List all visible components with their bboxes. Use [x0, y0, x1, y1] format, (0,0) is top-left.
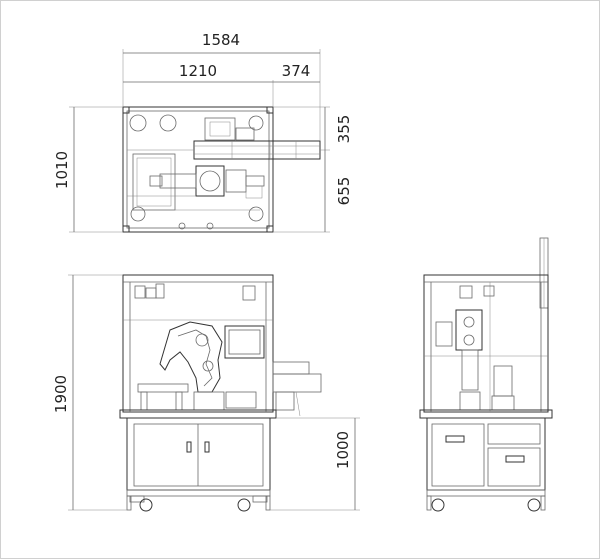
dim-width-total: 1584 [202, 31, 240, 49]
caster-wheel [237, 498, 251, 512]
table-top [119, 409, 277, 419]
dim-height-total: 1900 [52, 375, 70, 413]
side-conveyor [272, 361, 310, 375]
dim-height-table: 1000 [334, 431, 352, 469]
fixture-circle [130, 206, 146, 222]
fixture-circle [248, 115, 264, 131]
front-view-enclosure [122, 274, 274, 413]
caster-wheel [527, 498, 541, 512]
conveyor-extension [193, 140, 321, 160]
control-panel [224, 325, 265, 359]
corner-post [122, 225, 130, 233]
robot-cell [132, 153, 176, 211]
corner-post [266, 106, 274, 114]
upper-unit [204, 117, 236, 141]
top-view-frame [122, 106, 274, 233]
fixture-circle [206, 222, 214, 230]
fixture-circle [129, 114, 147, 132]
corner-post [122, 106, 130, 114]
dim-depth-total: 1010 [53, 151, 71, 189]
robot-base [193, 391, 225, 411]
robot-arm [159, 173, 197, 189]
base-cabinet [126, 417, 271, 491]
robot-arm [159, 321, 223, 393]
front-view [119, 274, 322, 512]
top-view [122, 106, 321, 233]
dim-depth-lower: 655 [335, 177, 353, 206]
front-view-dimensions [68, 274, 360, 511]
dim-width-main: 1210 [179, 62, 217, 80]
fixture-circle [159, 114, 177, 132]
corner-post [266, 225, 274, 233]
fixture-circle [178, 222, 186, 230]
side-view [419, 237, 553, 512]
side-view-enclosure [423, 274, 549, 413]
dim-depth-upper: 355 [335, 115, 353, 144]
caster-wheel [431, 498, 445, 512]
dim-width-extension: 374 [282, 62, 311, 80]
side-base-cabinet [426, 417, 546, 491]
caster-wheel [139, 498, 153, 512]
side-table-top [419, 409, 553, 419]
top-view-inner-frame [126, 110, 270, 229]
side-robot [455, 309, 483, 351]
fixture-circle [248, 206, 264, 222]
top-view-dimensions [69, 49, 330, 233]
